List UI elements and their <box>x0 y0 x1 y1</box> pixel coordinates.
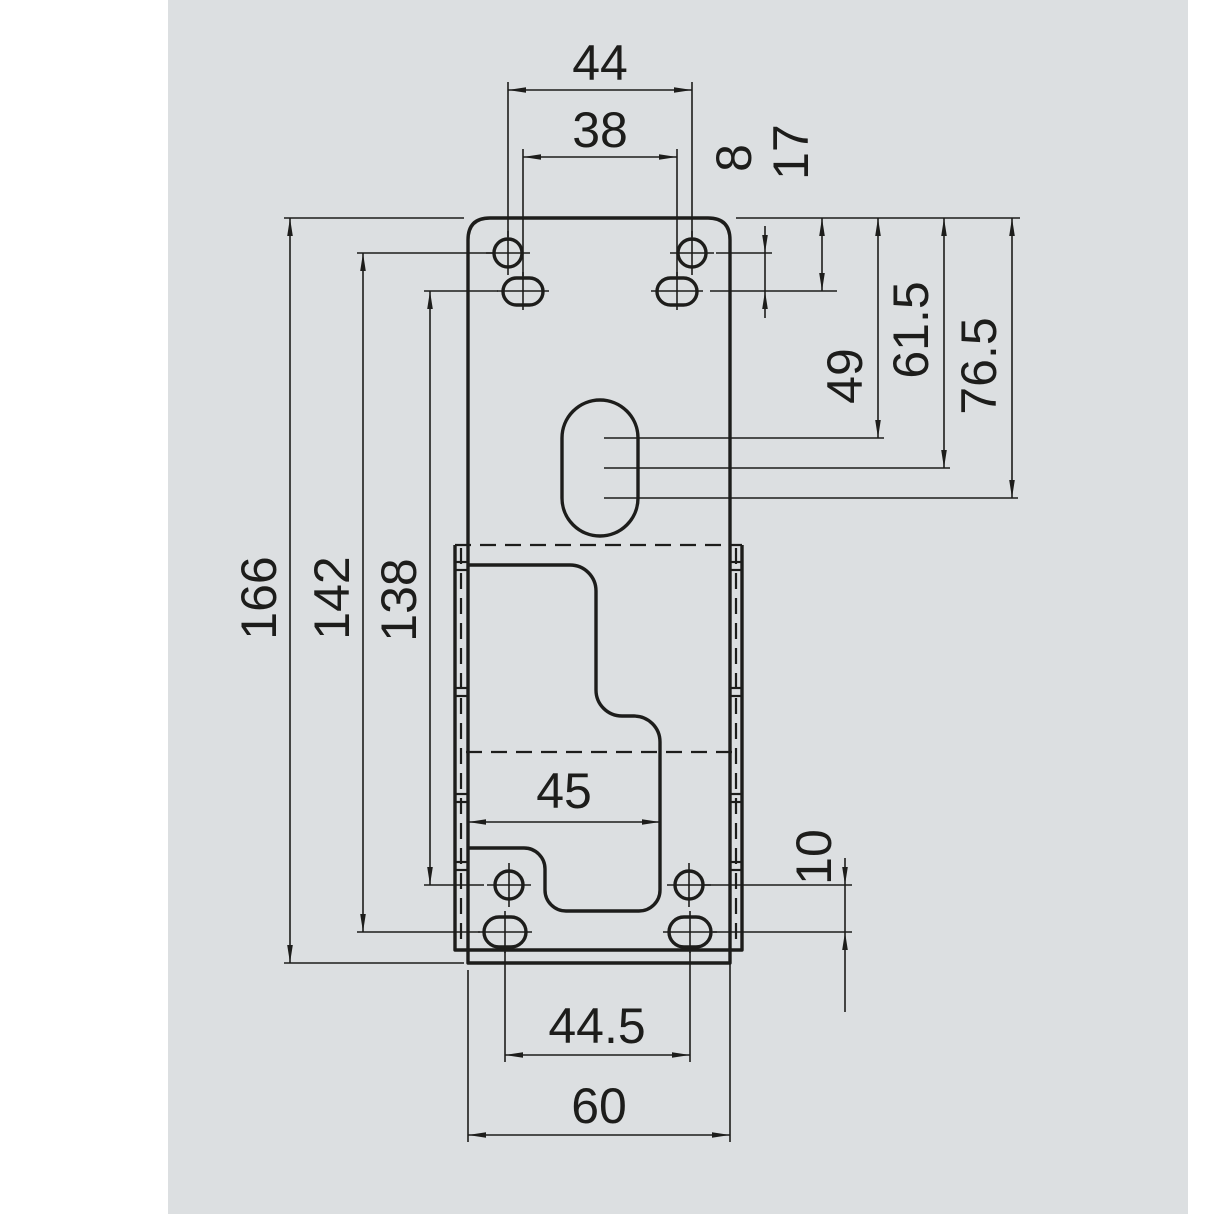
dim-slot-row-offset-label: 17 <box>763 124 819 180</box>
dim-bottom-hole-spacing-label: 44.5 <box>548 998 645 1054</box>
side-clip-ticks <box>456 560 741 872</box>
dim-bottom-hole-spacing: 44.5 <box>504 952 691 1062</box>
dim-overall-height: 166 <box>231 217 464 964</box>
bracket-outline <box>453 545 744 952</box>
dim-slot-top: 49 <box>604 218 884 439</box>
dim-top-hole-spacing-label: 44 <box>572 35 628 91</box>
dim-top-slot-spacing-label: 38 <box>572 102 628 158</box>
dim-overall-width: 60 <box>467 958 731 1142</box>
dim-slot-bottom: 76.5 <box>604 218 1018 499</box>
dim-overall-width-label: 60 <box>571 1078 627 1134</box>
drawing-background <box>168 0 1188 1214</box>
dim-cutout-width: 45 <box>468 763 660 825</box>
dim-hole-row-offset: 8 <box>706 144 772 318</box>
inner-contour <box>468 563 662 913</box>
plate-outline <box>466 216 732 965</box>
dim-slot-bottom-label: 76.5 <box>951 317 1007 414</box>
dim-overall-height-label: 166 <box>231 556 287 639</box>
dim-bottom-row-offset: 10 <box>703 829 852 1012</box>
dim-hole-span-outer: 142 <box>304 252 494 933</box>
dim-hole-span-inner-label: 138 <box>371 558 427 641</box>
dim-bottom-row-offset-label: 10 <box>786 829 842 885</box>
dim-slot-top-label: 49 <box>817 348 873 404</box>
dim-hole-span-inner: 138 <box>371 290 498 886</box>
dim-top-slot-spacing: 38 <box>522 102 678 276</box>
hole-center-marks <box>478 231 717 953</box>
dim-slot-mid: 61.5 <box>604 218 950 469</box>
dim-slot-mid-label: 61.5 <box>883 281 939 378</box>
dim-top-hole-spacing: 44 <box>507 35 693 237</box>
dim-slot-row-offset: 17 <box>710 124 837 292</box>
dim-hole-span-outer-label: 142 <box>304 556 360 639</box>
dim-cutout-width-label: 45 <box>536 763 592 819</box>
dim-hole-row-offset-label: 8 <box>706 144 762 172</box>
